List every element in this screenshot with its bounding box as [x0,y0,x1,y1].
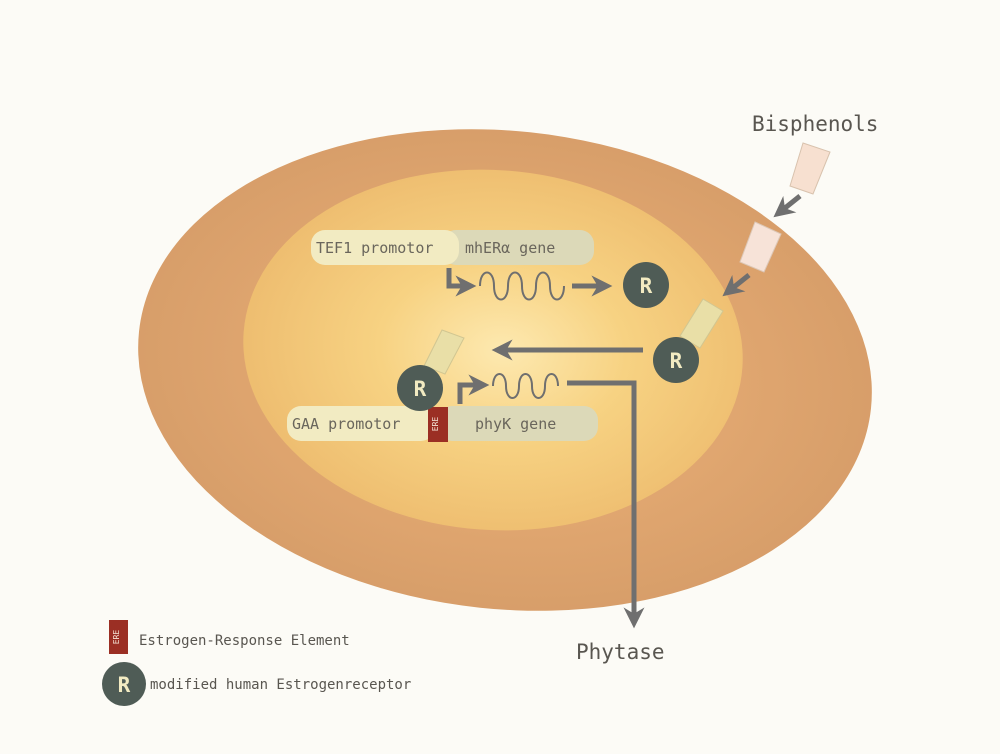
legend-receptor-label: modified human Estrogenreceptor [150,677,411,693]
receptor-bound-bottom: R [397,365,443,411]
legend: ERE Estrogen-Response Element R modified… [102,620,411,706]
legend-ere-label: Estrogen-Response Element [139,633,350,649]
svg-text:ERE: ERE [112,630,121,645]
top-transcription-start-arrow [446,268,477,297]
top-mrna-wave [479,271,565,301]
svg-text:R: R [640,274,653,298]
arrow-bisphenol-entry [773,194,802,218]
bottom-gene-construct: GAA promotor phyK gene ERE [287,406,598,442]
bisphenol-molecule-cytoplasm [739,221,782,273]
svg-text:R: R [670,349,683,373]
top-promoter-box [311,230,459,265]
bottom-mrna-wave [492,373,559,399]
receptor-bound-right: R [653,337,699,383]
bisphenols-label: Bisphenols [752,112,878,136]
legend-ere-swatch: ERE [109,620,128,654]
bisphenol-bound-bottom [423,329,465,375]
bottom-promoter-label: GAA promotor [292,415,400,433]
phytase-label: Phytase [576,640,665,664]
bottom-promoter-box [287,406,435,441]
top-promoter-label: TEF1 promotor [316,239,433,257]
receptor-top: R [623,262,669,308]
legend-receptor-swatch: R [102,662,146,706]
bottom-gene-box [438,406,598,441]
svg-text:R: R [118,673,131,697]
svg-text:R: R [414,377,427,401]
top-gene-label: mhERα gene [465,239,555,257]
bisphenol-molecule-outside [789,142,831,195]
bottom-transcription-start-arrow [457,374,490,404]
top-gene-construct: TEF1 promotor mhERα gene [311,230,594,265]
ere-element-label: ERE [431,417,440,432]
bottom-gene-label: phyK gene [475,415,556,433]
bisphenol-bound-right [679,298,724,349]
arrow-to-phytase [567,380,645,629]
ere-element [428,407,448,442]
top-gene-box [442,230,594,265]
arrow-bisphenol-nucleus [722,273,751,297]
